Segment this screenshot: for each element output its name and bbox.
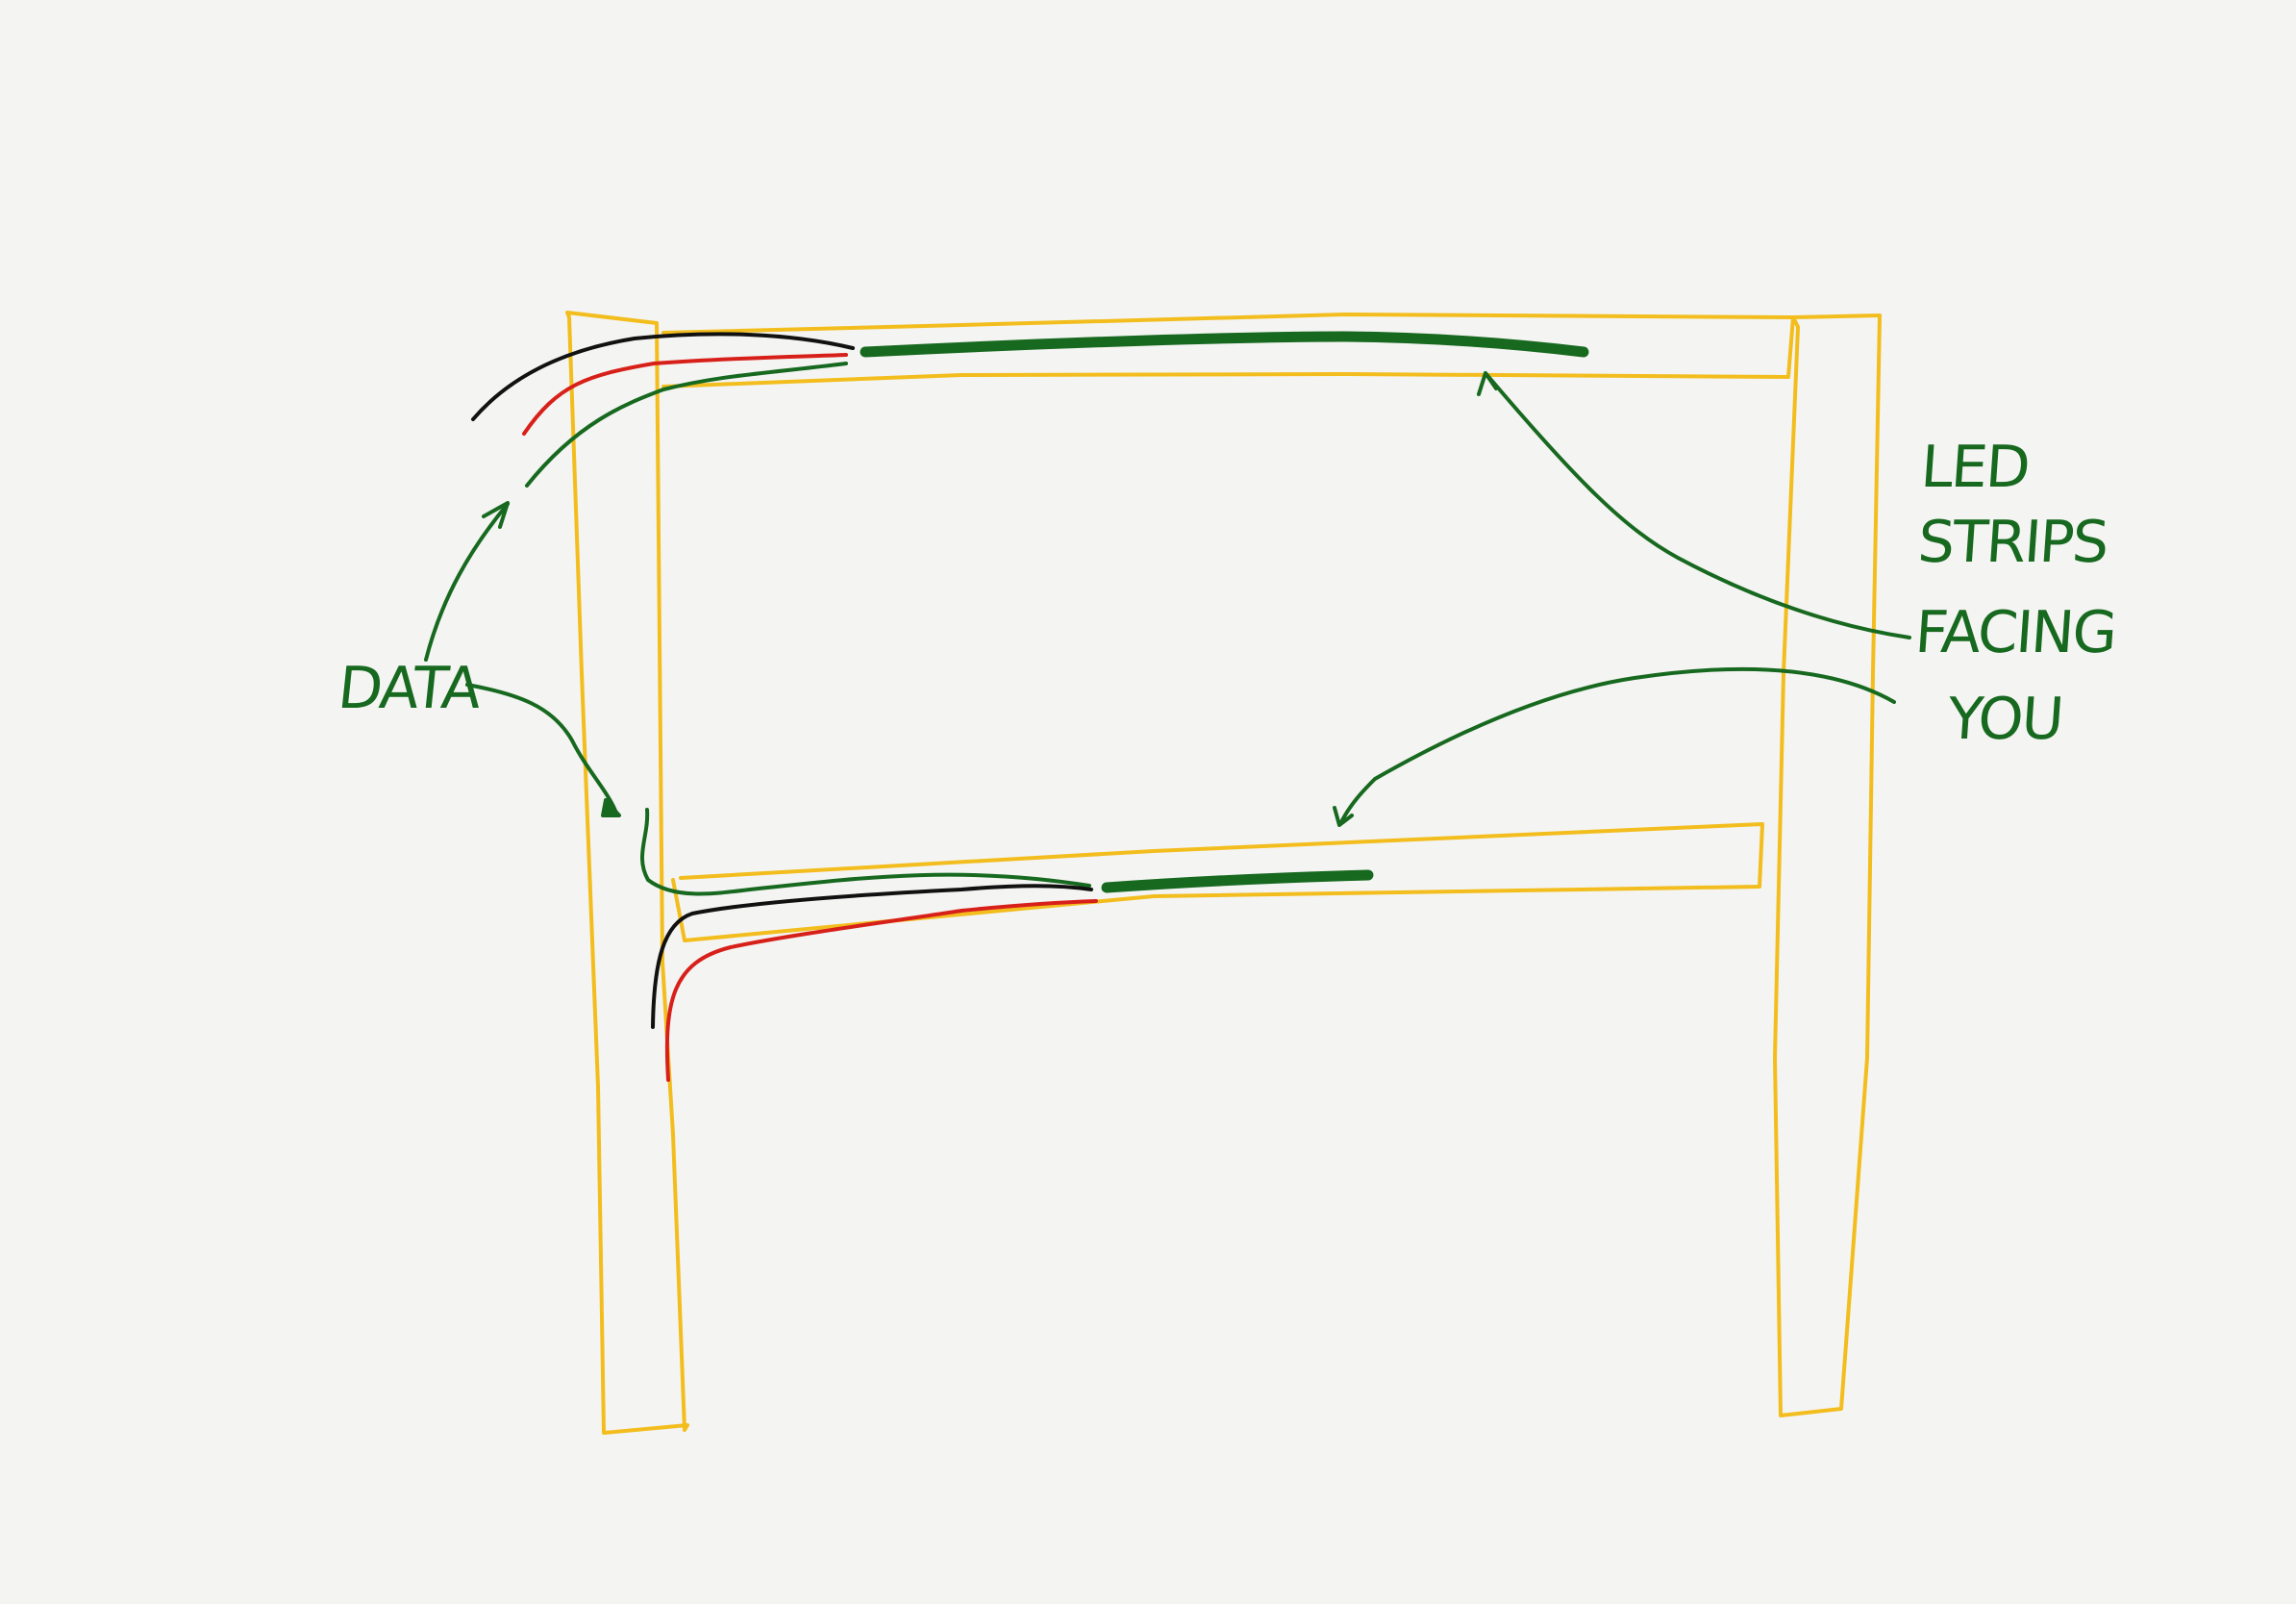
top-crossbar — [661, 313, 1795, 388]
facing-arrow-top-head — [1477, 371, 1498, 396]
led-strip-top — [860, 331, 1589, 358]
annotation-arrows — [424, 371, 1911, 827]
wire-black-bottom — [651, 884, 1093, 1029]
wire-red-top — [522, 353, 848, 436]
facing-arrow-top — [1484, 371, 1911, 639]
data-arrow-bottom-head — [601, 798, 621, 817]
label-facing: FACING — [1912, 599, 2118, 666]
data-arrow-top-head — [482, 501, 510, 529]
wires-bottom — [639, 808, 1098, 1082]
led-strips — [860, 331, 1589, 893]
wire-green-bottom — [639, 808, 1091, 896]
label-strips: STRIPS — [1915, 509, 2109, 576]
wire-red-bottom — [664, 899, 1098, 1082]
label-led: LED — [1918, 434, 2031, 501]
facing-arrow-bottom-head — [1333, 806, 1354, 827]
data-arrow-top — [424, 502, 510, 662]
lower-crossbar — [671, 822, 1764, 942]
left-post — [565, 311, 689, 1435]
frame — [565, 311, 1882, 1435]
data-arrow-bottom — [465, 683, 617, 813]
wire-black-top — [471, 332, 855, 421]
facing-arrow-bottom — [1339, 666, 1896, 824]
label-you: YOU — [1945, 686, 2064, 753]
label-data: DATA — [335, 655, 484, 722]
right-post — [1773, 313, 1882, 1417]
wire-green-top — [525, 362, 848, 488]
led-strip-bottom — [1101, 869, 1374, 893]
wires-top — [471, 332, 855, 488]
